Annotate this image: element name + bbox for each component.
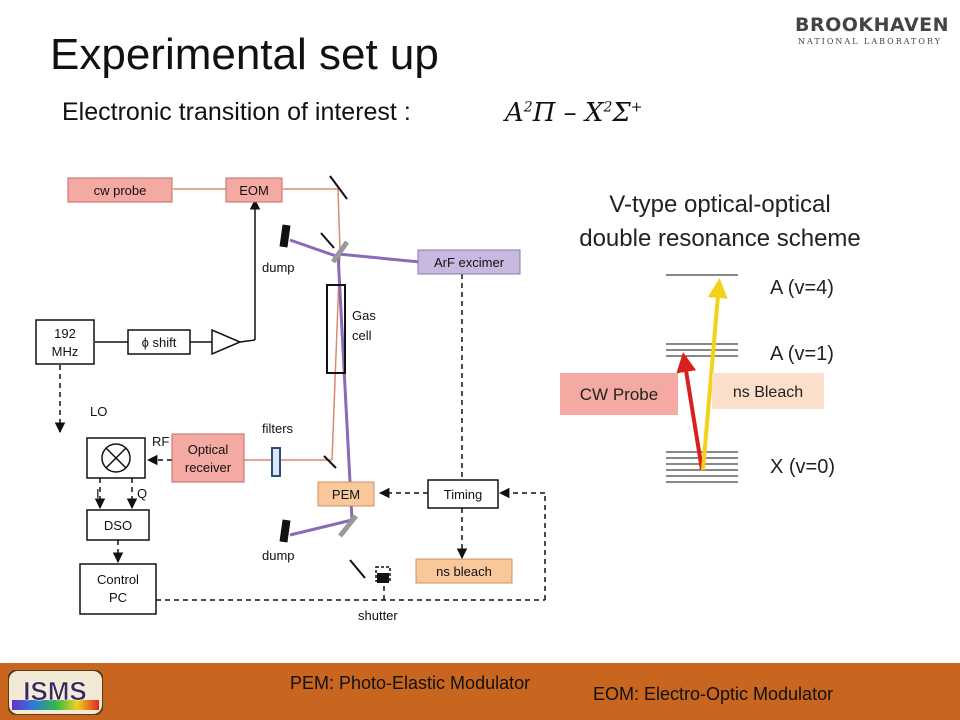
phase-shift-label: ϕ shift (142, 335, 177, 350)
dump-bottom-label: dump (262, 548, 295, 563)
level-a1-label: A (v=1) (770, 343, 834, 365)
amplifier-triangle (211, 328, 242, 356)
formula-sigma: Σ (612, 98, 631, 128)
footer-bar (0, 663, 960, 720)
scheme-title: V-type optical-optical double resonance … (540, 188, 900, 256)
pc-label: PC (109, 590, 127, 605)
gas-cell (326, 284, 346, 374)
eom-box (225, 177, 283, 203)
mhz-value-label: 192 (54, 326, 76, 341)
ns-bleach-box (415, 558, 513, 584)
formula-x: X (584, 98, 604, 128)
rf-source-box (35, 319, 95, 365)
mhz-unit-label: MHz (52, 344, 79, 359)
cw-probe-tag (560, 373, 678, 415)
rf-label: RF (152, 434, 169, 449)
i-label: I (96, 486, 100, 501)
optical-label: Optical (188, 442, 229, 457)
ns-bleach-tag-label: ns Bleach (733, 384, 803, 401)
ns-bleach-box-label: ns bleach (436, 564, 492, 579)
isms-logo: ISMS (8, 670, 103, 715)
isms-logo-text: ISMS (23, 676, 87, 706)
formula-dash: – (555, 98, 585, 128)
phase-shift-box (127, 329, 191, 355)
beam-splitters (330, 240, 358, 538)
cw-probe-box (67, 177, 173, 203)
dump-top-label: dump (262, 260, 295, 275)
formula-plus: + (630, 99, 643, 116)
control-label: Control (97, 572, 139, 587)
gas-label: Gas (352, 308, 376, 323)
logo-sub-text: NATIONAL LABORATORY (797, 37, 943, 46)
mixer-symbol (101, 443, 131, 473)
bleach-transition-arrow (701, 278, 728, 471)
formula-sup-a: 2 (523, 99, 533, 116)
beam-dump-bottom (279, 519, 291, 543)
mixer-cross-b (105, 447, 127, 469)
lo-label: LO (90, 404, 107, 419)
pem-box (317, 481, 375, 507)
eom-label: EOM (239, 183, 269, 198)
q-label: Q (137, 486, 147, 501)
filters-label: filters (262, 421, 294, 436)
transition-formula: A2Π – X2Σ+ (505, 98, 642, 128)
dso-label: DSO (104, 518, 132, 533)
uv-beam (289, 238, 421, 537)
cw-probe-label: cw probe (94, 183, 147, 198)
scheme-title-line2: double resonance scheme (579, 225, 861, 252)
pem-definition: PEM: Photo-Elastic Modulator (290, 673, 531, 693)
formula-sup-x: 2 (603, 99, 613, 116)
mirrors (320, 175, 366, 579)
shutter-block (377, 573, 389, 583)
subtitle: Electronic transition of interest : (62, 98, 411, 126)
optical-receiver-box (171, 433, 245, 483)
arf-excimer-box (417, 249, 521, 275)
level-a4-label: A (v=4) (770, 277, 834, 299)
control-pc-box (79, 563, 157, 615)
pem-label: PEM (332, 487, 360, 502)
formula-a: A (505, 98, 524, 128)
probe-transition-arrow (676, 352, 704, 471)
footer-divider (0, 660, 960, 663)
beam-dump-top (279, 224, 291, 248)
dso-box (86, 509, 150, 541)
scheme-title-line1: V-type optical-optical (609, 191, 831, 218)
probe-beam (173, 188, 341, 461)
timing-label: Timing (444, 487, 483, 502)
level-x0-label: X (v=0) (770, 456, 836, 478)
timing-box (427, 479, 499, 509)
ns-bleach-tag (712, 373, 824, 409)
logo-main-text: BROOKHAVEN (795, 14, 950, 36)
receiver-label: receiver (185, 460, 232, 475)
formula-pi: Π (532, 98, 556, 128)
eom-definition: EOM: Electro-Optic Modulator (593, 684, 834, 704)
cw-probe-tag-label: CW Probe (580, 385, 658, 404)
dashed-lines (54, 265, 546, 601)
slide-title: Experimental set up (50, 30, 439, 79)
brookhaven-logo: BROOKHAVEN NATIONAL LABORATORY (795, 14, 950, 46)
cell-label: cell (352, 328, 372, 343)
filters (271, 447, 281, 477)
shutter-label: shutter (358, 608, 398, 623)
arf-excimer-label: ArF excimer (434, 255, 505, 270)
